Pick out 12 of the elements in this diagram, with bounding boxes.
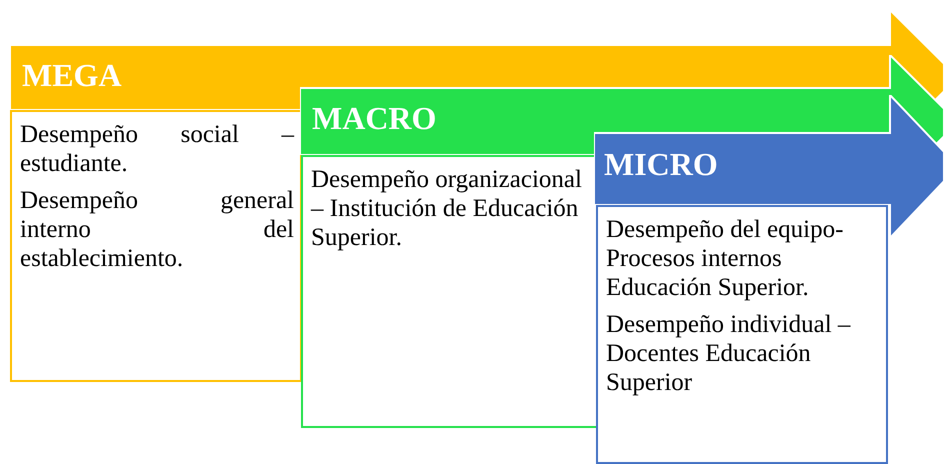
stage-title: MEGA <box>22 59 122 91</box>
description-box <box>596 205 888 464</box>
description-text: Desempeño individual – Docentes Educación Superior <box>606 310 852 397</box>
stage-title: MACRO <box>312 102 436 134</box>
description-text: Desempeño general interno del establecimiento. <box>20 186 294 273</box>
stage-title: MICRO <box>604 148 718 180</box>
description-text: Desempeño social – estudiante. <box>20 120 294 178</box>
arrow-banner <box>300 55 944 155</box>
description-text: Desempeño del equipo- Procesos internos Educación Superior. <box>606 215 844 302</box>
description-box <box>301 155 599 428</box>
description-box <box>10 110 302 382</box>
description-text: Desempeño organizacional – Institución de Educación Superior. <box>311 165 583 252</box>
